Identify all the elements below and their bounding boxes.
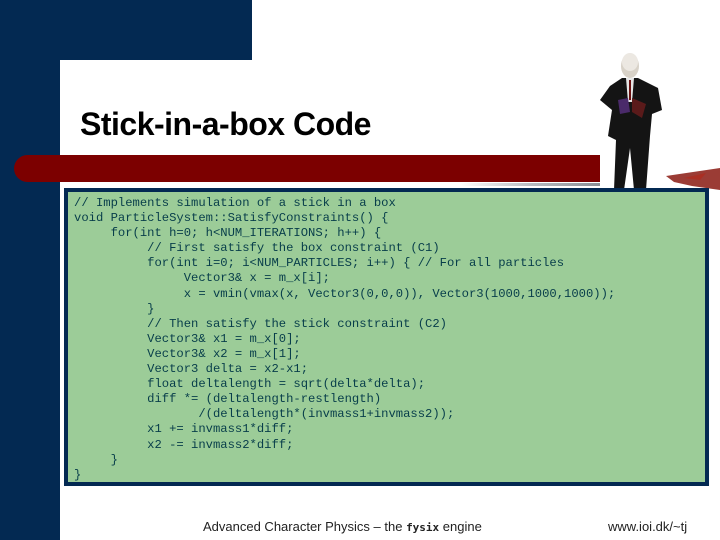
code-line: Vector3 delta = x2-x1; [74, 362, 309, 377]
code-line: // First satisfy the box constraint (C1) [74, 241, 440, 256]
code-line: Vector3& x2 = m_x[1]; [74, 346, 301, 361]
code-line: float deltalength = sqrt(delta*delta); [74, 377, 426, 392]
navy-top-band [0, 0, 252, 60]
code-line: // Then satisfy the stick constraint (C2… [74, 316, 447, 331]
code-line: } [74, 467, 82, 482]
character-illustration-icon [600, 53, 720, 190]
title-underline-bar [14, 155, 600, 182]
code-line: x = vmin(vmax(x, Vector3(0,0,0)), Vector… [74, 286, 616, 301]
code-line: } [74, 452, 118, 467]
footer-caption-suffix: engine [439, 519, 482, 534]
code-line: diff *= (deltalength-restlength) [74, 392, 382, 407]
bar-shadow [460, 183, 600, 186]
code-line: x2 -= invmass2*diff; [74, 437, 294, 452]
footer-caption-prefix: Advanced Character Physics – the [203, 519, 407, 534]
code-line: Vector3& x1 = m_x[0]; [74, 331, 301, 346]
code-line: // Implements simulation of a stick in a… [74, 196, 396, 210]
code-line: /(deltalength*(invmass1+invmass2)); [74, 407, 455, 422]
slide-title: Stick-in-a-box Code [80, 106, 371, 142]
code-line: Vector3& x = m_x[i]; [74, 271, 330, 286]
code-line: for(int i=0; i<NUM_PARTICLES; i++) { // … [74, 256, 565, 271]
code-line: void ParticleSystem::SatisfyConstraints(… [74, 211, 389, 226]
code-block: // Implements simulation of a stick in a… [64, 188, 709, 486]
fysix-brand: fysix [406, 521, 440, 534]
footer-url: www.ioi.dk/~tj [608, 519, 688, 534]
code-line: } [74, 301, 155, 316]
code-line: for(int h=0; h<NUM_ITERATIONS; h++) { [74, 226, 382, 241]
code-line: x1 += invmass1*diff; [74, 422, 294, 437]
navy-left-band [0, 0, 60, 540]
code-listing: // Implements simulation of a stick in a… [68, 192, 705, 483]
footer-caption: Advanced Character Physics – the fysix e… [203, 519, 482, 534]
